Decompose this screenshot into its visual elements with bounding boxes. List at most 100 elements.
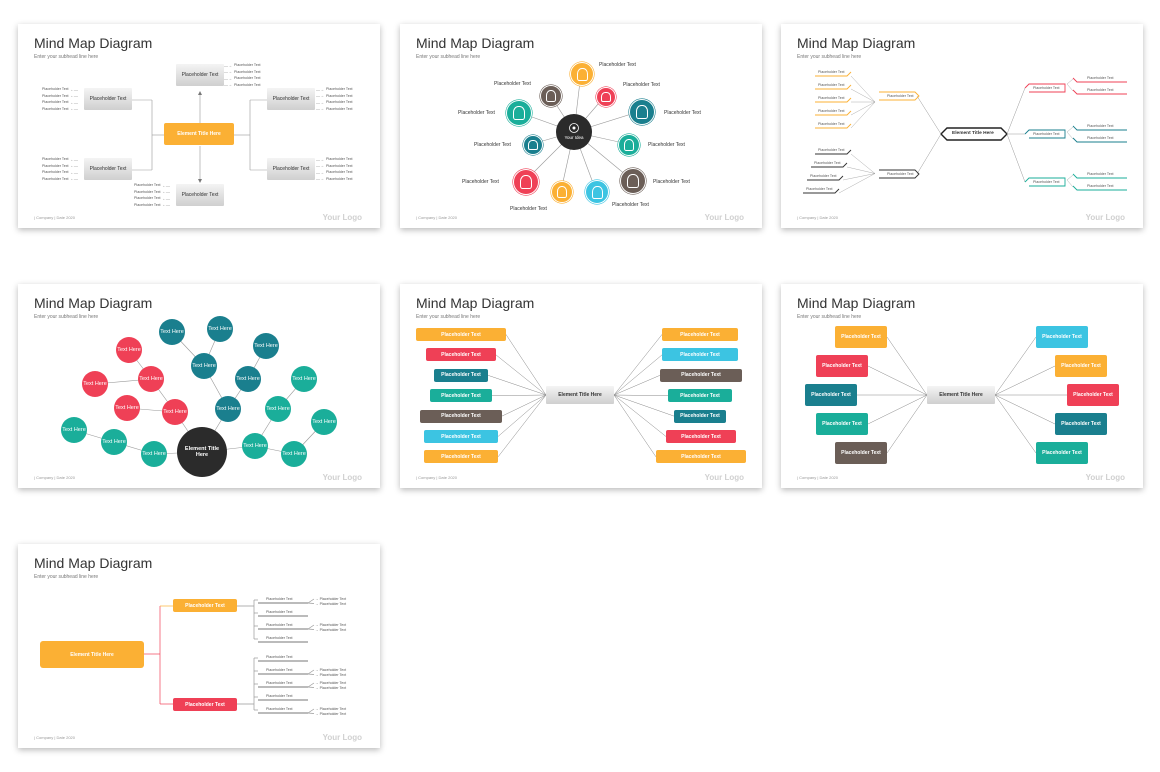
placeholder-item: Placeholder Text	[266, 597, 293, 601]
placeholder-item: Placeholder Text	[266, 707, 293, 711]
slide-3-mind-map[interactable]: Mind Map Diagram Enter your subhead line…	[781, 24, 1143, 228]
placeholder-label: Placeholder Text	[134, 202, 161, 207]
placeholder-label: Placeholder Text	[326, 106, 353, 111]
text-here-circle: Text Here	[138, 366, 164, 392]
placeholder-label: Placeholder Text	[234, 82, 261, 87]
text-here-circle: Text Here	[114, 395, 140, 421]
placeholder-label: Placeholder Text	[818, 109, 845, 113]
text-here-circle: Text Here	[61, 417, 87, 443]
arrow-icon: —→	[224, 82, 232, 87]
slide-title: Mind Map Diagram	[797, 35, 916, 51]
text-here-circle: Text Here	[235, 366, 261, 392]
placeholder-label: Placeholder Text	[134, 189, 161, 194]
text-here-circle: Text Here	[291, 366, 317, 392]
placeholder-bar: Placeholder Text	[662, 328, 738, 341]
placeholder-label: Placeholder Text	[1087, 172, 1114, 176]
person-circle	[620, 168, 646, 194]
arrow-icon: ←—	[162, 189, 170, 194]
arrow-icon: ←—	[70, 176, 78, 181]
placeholder-block: Placeholder Text	[835, 442, 887, 464]
footer-text: | Company | Date 2020	[34, 215, 75, 220]
text-here-circle: Text Here	[207, 316, 233, 342]
placeholder-label: Placeholder Text	[134, 196, 161, 200]
slide-1-mind-map[interactable]: Mind Map Diagram Enter your subhead line…	[18, 24, 380, 228]
logo-placeholder: Your Logo	[704, 473, 744, 482]
placeholder-label: Placeholder Text	[623, 82, 660, 88]
placeholder-block: Placeholder Text	[1055, 413, 1107, 435]
placeholder-label: → Placeholder Text	[315, 707, 347, 711]
slide-title: Mind Map Diagram	[34, 295, 153, 311]
placeholder-label: Placeholder Text	[510, 206, 547, 212]
placeholder-label: Placeholder Text	[1087, 184, 1114, 188]
text-here-circle: Text Here	[265, 396, 291, 422]
placeholder-label: Placeholder Text	[42, 87, 69, 91]
arrow-icon: ←—	[70, 169, 78, 175]
arrow-icon: ←—	[70, 156, 78, 162]
person-circle	[629, 99, 655, 125]
placeholder-label: Placeholder Text	[42, 163, 69, 168]
placeholder-bar: Placeholder Text	[420, 409, 502, 423]
slide-2-mind-map[interactable]: Mind Map Diagram Enter your subhead line…	[400, 24, 762, 228]
slide-title: Mind Map Diagram	[34, 555, 153, 571]
placeholder-label: Placeholder Text	[42, 100, 69, 104]
person-circle	[523, 135, 543, 155]
arrow-icon: ←—	[162, 202, 170, 207]
text-here-circle: Text Here	[191, 353, 217, 379]
text-here-circle: Text Here	[253, 333, 279, 359]
person-circle	[540, 85, 562, 107]
footer-text: | Company | Date 2020	[797, 215, 838, 220]
head-gear-icon	[569, 123, 579, 134]
text-here-circle: Text Here	[141, 441, 167, 467]
placeholder-box-right-bottom: Placeholder Text	[267, 158, 315, 180]
placeholder-item: Placeholder Text	[266, 668, 293, 672]
arrow-icon: —→	[316, 106, 324, 111]
placeholder-label: Placeholder Text	[462, 179, 499, 185]
slide-title: Mind Map Diagram	[416, 35, 535, 51]
placeholder-label: Placeholder Text	[818, 96, 845, 100]
placeholder-label: Placeholder Text	[474, 142, 511, 148]
placeholder-label: Placeholder Text	[42, 157, 69, 161]
placeholder-label: Placeholder Text	[1033, 132, 1060, 136]
placeholder-bar: Placeholder Text	[426, 348, 496, 362]
slide-5-mind-map[interactable]: Mind Map Diagram Enter your subhead line…	[400, 284, 762, 488]
placeholder-label: Placeholder Text	[134, 183, 161, 187]
placeholder-block: Placeholder Text	[1036, 442, 1088, 464]
placeholder-bar: Placeholder Text	[674, 409, 726, 423]
placeholder-label: Placeholder Text	[42, 106, 69, 111]
slide-6-mind-map[interactable]: Mind Map Diagram Enter your subhead line…	[781, 284, 1143, 488]
placeholder-bar: Placeholder Text	[656, 450, 746, 464]
placeholder-block: Placeholder Text	[816, 413, 868, 435]
slide-subhead: Enter your subhead line here	[797, 54, 862, 60]
placeholder-bar: Placeholder Text	[666, 430, 736, 443]
person-icon	[576, 67, 588, 81]
placeholder-label: Placeholder Text	[599, 62, 636, 68]
placeholder-label: Placeholder Text	[810, 174, 837, 178]
placeholder-label: Placeholder Text	[326, 163, 353, 168]
placeholder-label: Placeholder Text	[458, 110, 495, 116]
arrow-icon: —→	[224, 69, 232, 74]
placeholder-box-bottom: Placeholder Text	[176, 184, 224, 206]
placeholder-block: Placeholder Text	[1036, 326, 1088, 348]
slide-4-mind-map[interactable]: Mind Map Diagram Enter your subhead line…	[18, 284, 380, 488]
person-circle	[585, 180, 609, 204]
slide-7-mind-map[interactable]: Mind Map Diagram Enter your subhead line…	[18, 544, 380, 748]
arrow-icon: ←—	[162, 195, 170, 201]
placeholder-label: Placeholder Text	[1033, 180, 1060, 184]
text-here-circle: Text Here	[116, 337, 142, 363]
placeholder-label: Placeholder Text	[234, 76, 261, 80]
text-here-circle: Text Here	[215, 396, 241, 422]
placeholder-label: Placeholder Text	[818, 83, 845, 87]
footer-text: | Company | Date 2020	[416, 215, 457, 220]
footer-text: | Company | Date 2020	[416, 475, 457, 480]
text-here-circle: Text Here	[281, 441, 307, 467]
arrow-icon: ←—	[70, 106, 78, 111]
placeholder-label: Placeholder Text	[234, 63, 261, 67]
text-here-circle: Text Here	[101, 429, 127, 455]
placeholder-label: Placeholder Text	[814, 161, 841, 165]
placeholder-block: Placeholder Text	[1067, 384, 1119, 406]
arrow-icon: —→	[316, 93, 324, 98]
placeholder-label: Placeholder Text	[887, 172, 914, 176]
placeholder-label: Placeholder Text	[42, 170, 69, 174]
text-here-circle: Text Here	[242, 433, 268, 459]
text-here-circle: Text Here	[159, 319, 185, 345]
